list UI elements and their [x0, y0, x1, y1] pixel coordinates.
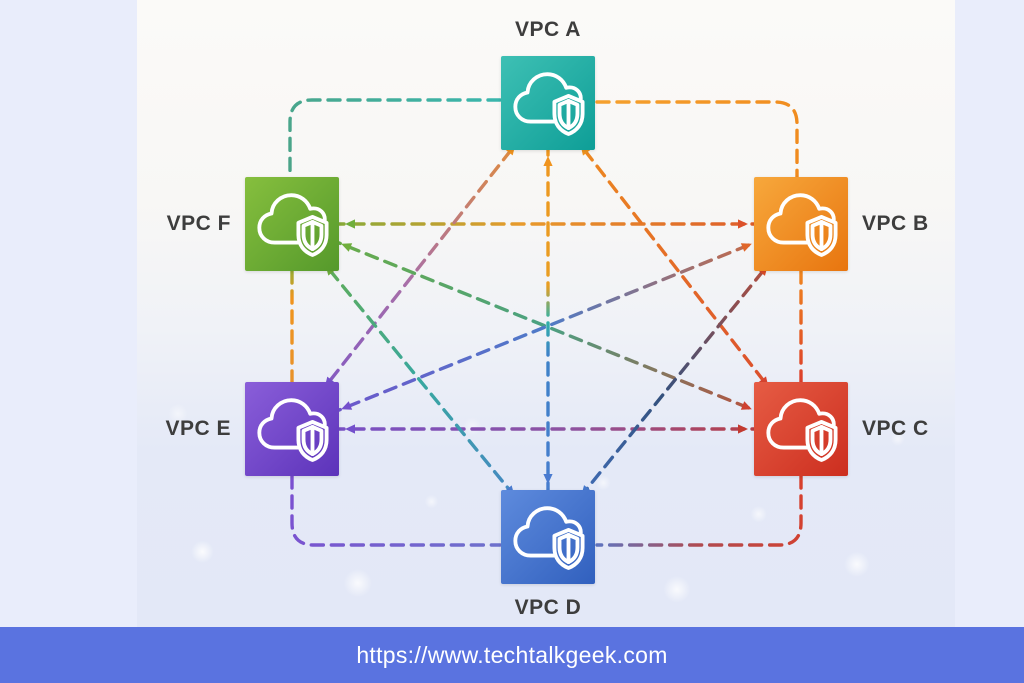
vpc-node-b [754, 177, 848, 271]
vpc-node-f [245, 177, 339, 271]
vpc-node-c [754, 382, 848, 476]
cloud-shield-icon [513, 72, 585, 136]
cloud-shield-icon [513, 506, 585, 570]
vpc-label-b: VPC B [862, 212, 929, 235]
cloud-shield-icon [257, 398, 329, 462]
vpc-label-d: VPC D [514, 596, 582, 619]
cloud-shield-icon [766, 398, 838, 462]
vpc-label-c: VPC C [862, 417, 929, 440]
vpc-node-d [501, 490, 595, 584]
vpc-node-e [245, 382, 339, 476]
vpc-label-f: VPC F [166, 212, 231, 235]
cloud-shield-icon [257, 193, 329, 257]
vpc-node-a [501, 56, 595, 150]
footer-bar: https://www.techtalkgeek.com [0, 627, 1024, 683]
footer-url: https://www.techtalkgeek.com [356, 641, 668, 668]
cloud-shield-icon [766, 193, 838, 257]
vpc-label-a: VPC A [515, 18, 581, 41]
vpc-label-e: VPC E [165, 417, 231, 440]
